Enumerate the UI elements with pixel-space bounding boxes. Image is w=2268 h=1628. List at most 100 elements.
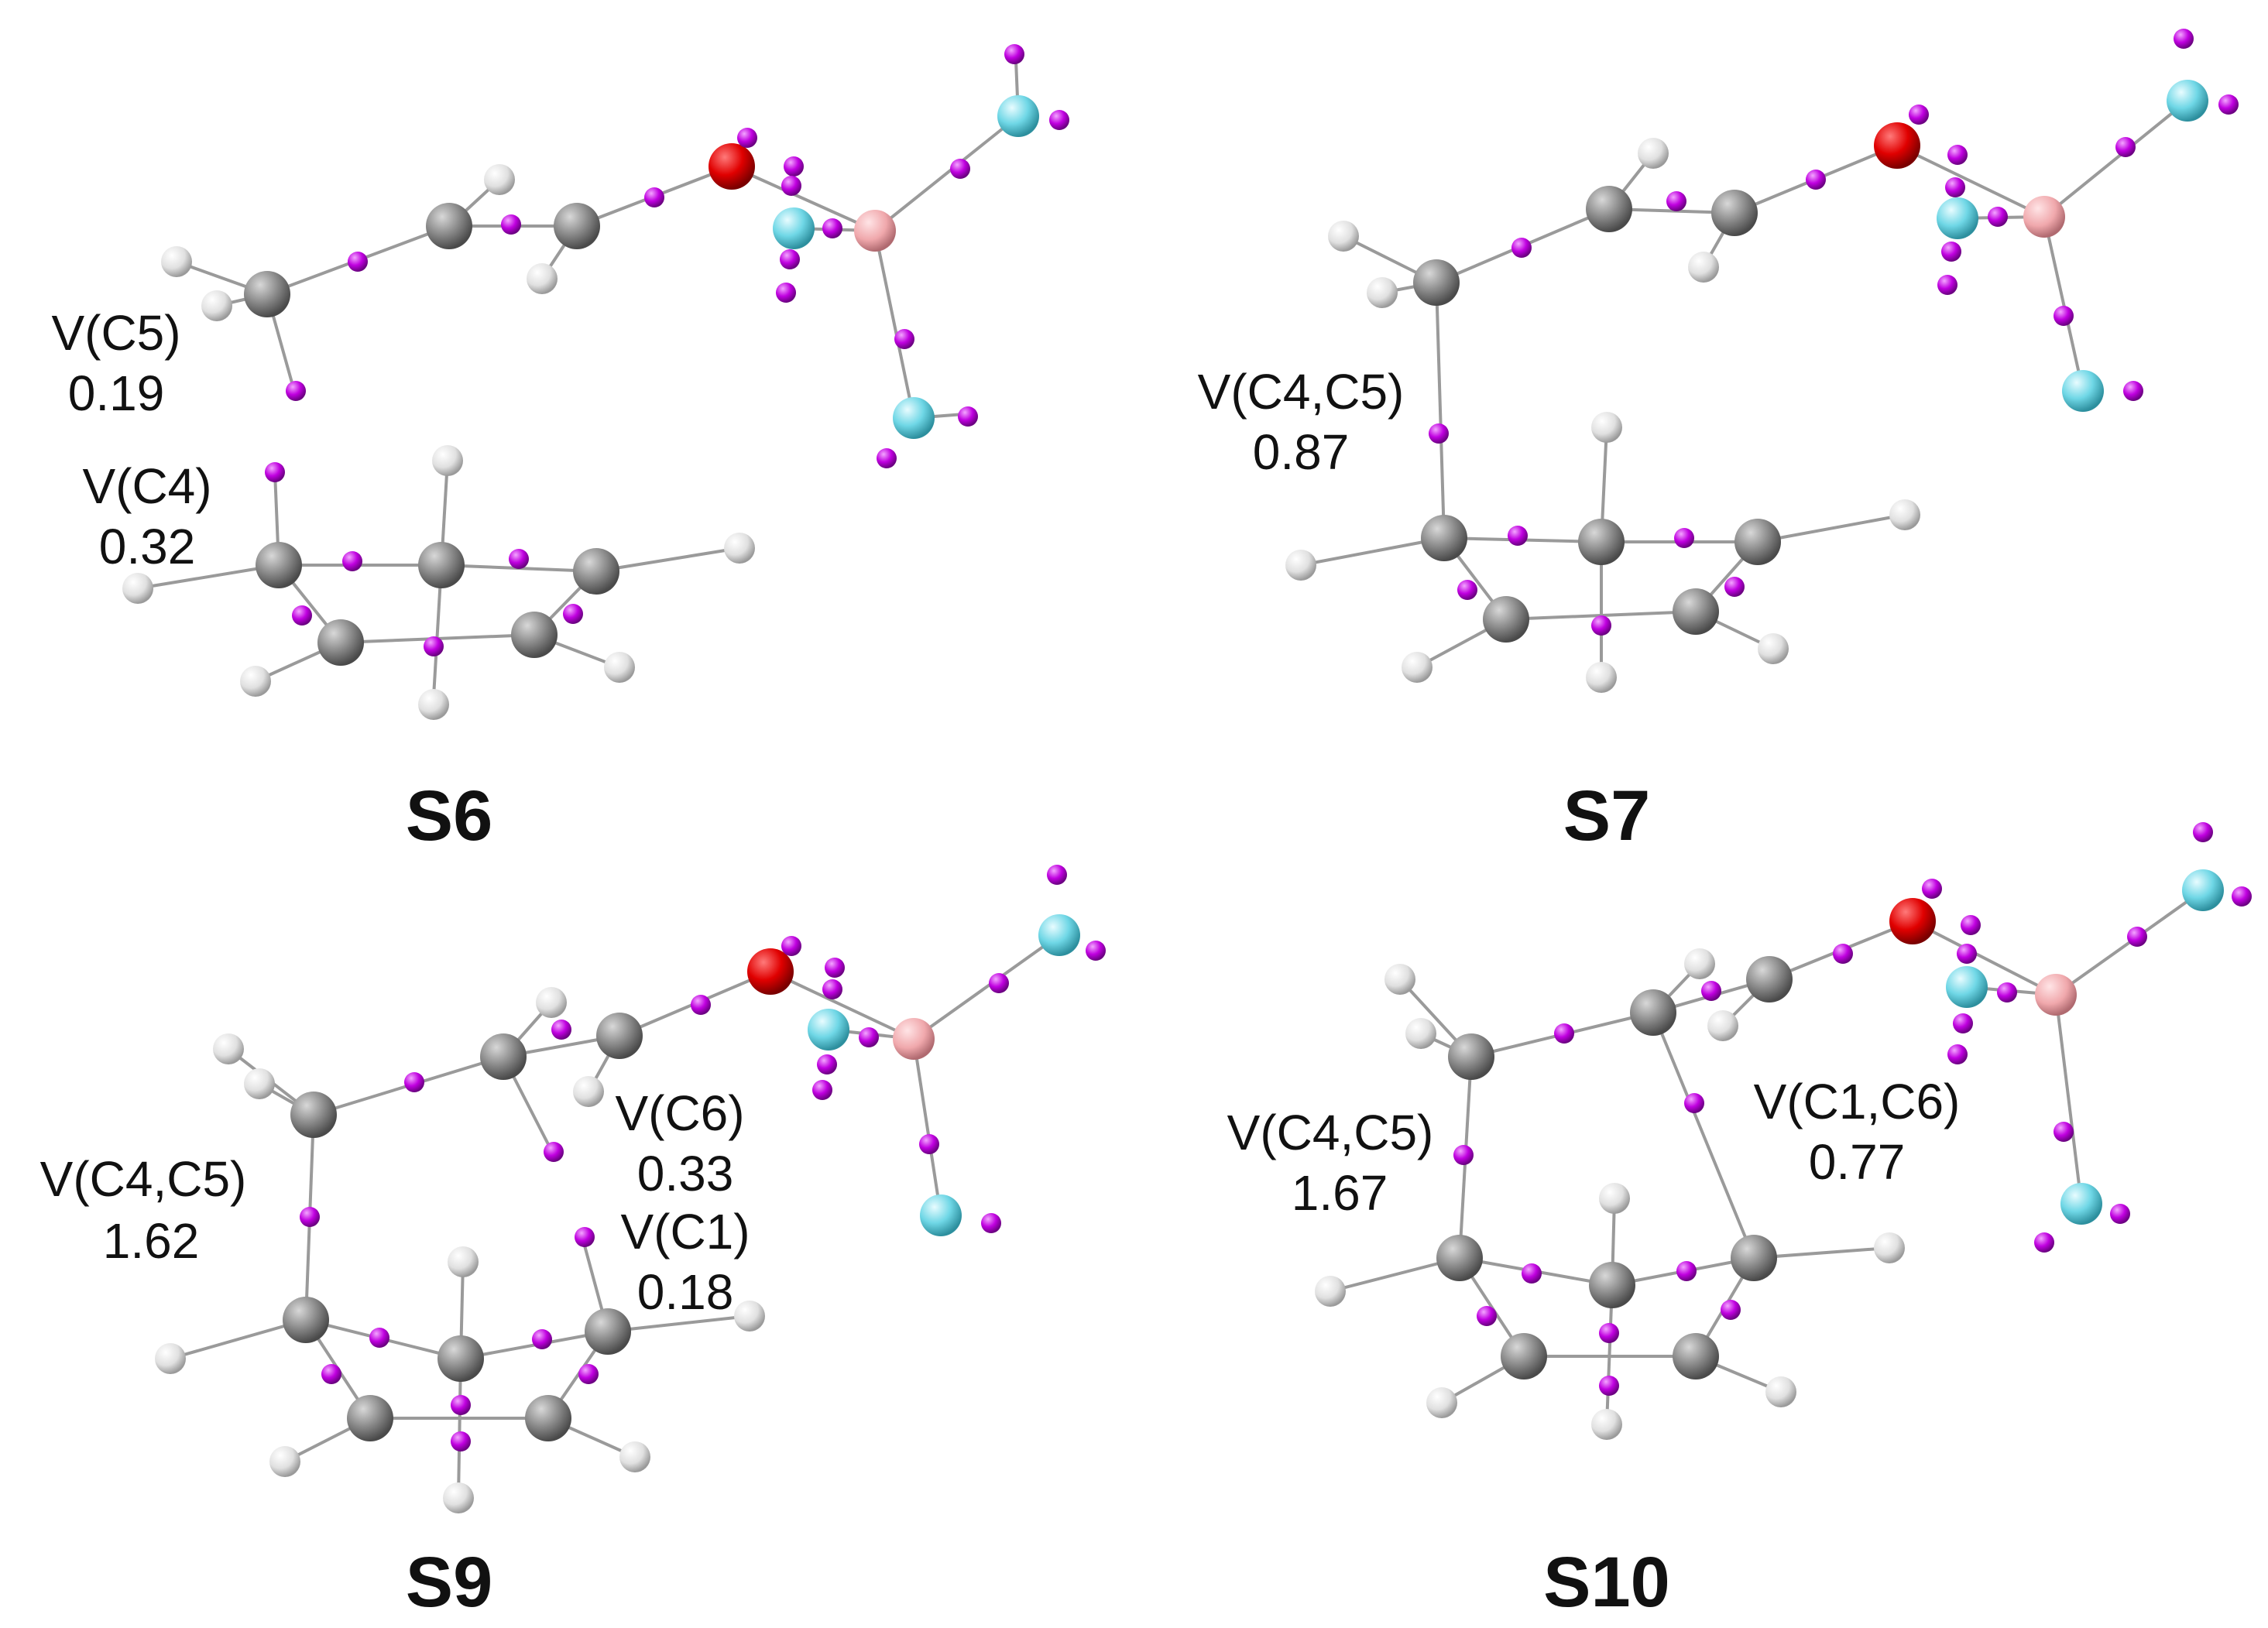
basin-attractor — [784, 156, 804, 177]
basin-attractor — [300, 1207, 320, 1227]
hydrogen-atom — [573, 1076, 604, 1107]
panel-s7: V(C4,C5) 0.87 S7 — [1198, 29, 2239, 855]
panel-title: S10 — [1543, 1543, 1670, 1622]
basin-attractor — [1997, 982, 2017, 1003]
basin-attractor — [817, 1054, 837, 1074]
hydrogen-atom — [1591, 412, 1622, 443]
basin-attractor — [781, 936, 801, 956]
panel-title: S9 — [406, 1543, 493, 1622]
basin-attractor — [1721, 1300, 1741, 1320]
carbon-atom — [283, 1297, 329, 1343]
fluorine-atom — [2182, 869, 2224, 911]
basin-attractor — [1554, 1023, 1574, 1044]
basin-attractor — [780, 249, 800, 269]
boron-atom — [893, 1018, 935, 1060]
fluorine-atom — [808, 1009, 849, 1050]
basin-attractor — [2127, 927, 2147, 947]
fluorine-atom — [1937, 197, 1978, 239]
carbon-atom — [1586, 186, 1632, 232]
hydrogen-atom — [1315, 1276, 1346, 1307]
basin-attractor — [1453, 1145, 1474, 1165]
carbon-atom — [1421, 515, 1467, 561]
fluorine-atom — [920, 1194, 962, 1236]
basin-attractor — [1961, 915, 1981, 935]
basin-attractor — [1945, 177, 1965, 197]
basin-attractor — [451, 1431, 471, 1451]
basin-attractor — [1522, 1263, 1542, 1284]
basin-value: 0.87 — [1253, 424, 1350, 480]
hydrogen-atom — [1405, 1018, 1436, 1049]
basin-attractor — [563, 604, 583, 624]
panel-s6: V(C5) 0.19 V(C4) 0.32 S6 — [51, 44, 1069, 855]
basin-attractor — [404, 1072, 424, 1092]
basin-attractor — [532, 1329, 552, 1349]
basin-attractor — [950, 159, 970, 179]
carbon-atom — [256, 542, 302, 588]
carbon-atom — [1413, 259, 1460, 306]
hydrogen-atom — [1758, 633, 1789, 664]
basin-attractor — [2174, 29, 2194, 49]
basin-attractor — [1599, 1323, 1619, 1343]
fluorine-atom — [893, 397, 935, 439]
carbon-atom — [244, 271, 290, 317]
carbon-atom — [418, 542, 465, 588]
basin-label: V(C4,C5) — [1198, 364, 1405, 420]
carbon-atom — [1630, 989, 1676, 1036]
panel-s10: V(C4,C5) 1.67 V(C1,C6) 0.77 S10 — [1227, 822, 2252, 1622]
hydrogen-atom — [1591, 1409, 1622, 1440]
basin-attractor — [369, 1328, 389, 1348]
basin-attractor — [1049, 110, 1069, 130]
carbon-atom — [1436, 1235, 1483, 1281]
basin-attractor — [551, 1020, 571, 1040]
hydrogen-atom — [161, 246, 192, 277]
hydrogen-atom — [1285, 550, 1316, 581]
hydrogen-atom — [418, 689, 449, 720]
hydrogen-atom — [1328, 221, 1359, 252]
hydrogen-atom — [604, 652, 635, 683]
basin-attractor — [265, 462, 285, 482]
basin-value: 0.33 — [637, 1146, 734, 1201]
carbon-atom — [1673, 588, 1719, 635]
basin-attractor — [919, 1134, 939, 1154]
hydrogen-atom — [484, 164, 515, 195]
basin-attractor — [1047, 865, 1067, 885]
basin-attractor — [342, 551, 362, 571]
basin-attractor — [321, 1364, 341, 1384]
basin-attractor — [776, 283, 796, 303]
basin-attractor — [1591, 615, 1611, 636]
basin-attractor — [501, 214, 521, 235]
basin-attractor — [2218, 94, 2239, 115]
basin-label: V(C4,C5) — [1227, 1105, 1434, 1160]
basin-attractor — [348, 252, 368, 272]
hydrogen-atom — [724, 533, 755, 564]
carbon-atom — [426, 203, 472, 249]
basin-attractor — [1806, 170, 1826, 190]
carbon-atom — [585, 1308, 631, 1355]
hydrogen-atom — [619, 1441, 650, 1472]
atoms-s6 — [122, 95, 1039, 720]
hydrogen-atom — [1707, 1010, 1738, 1041]
hydrogen-atom — [734, 1301, 765, 1332]
basin-attractor — [1922, 879, 1942, 899]
basin-attractor — [737, 128, 757, 148]
carbon-atom — [480, 1033, 527, 1080]
hydrogen-atom — [1874, 1232, 1905, 1263]
molecule-s7 — [1300, 99, 2189, 677]
basin-attractor — [2115, 137, 2136, 157]
carbon-atom — [525, 1395, 571, 1441]
fluorine-atom — [1946, 966, 1988, 1008]
basin-label: V(C4) — [82, 458, 211, 514]
basin-label: V(C6) — [615, 1085, 744, 1141]
atoms-s7 — [1285, 80, 2208, 693]
basin-value: 0.77 — [1809, 1134, 1906, 1190]
hydrogen-atom — [155, 1343, 186, 1374]
atoms-s10 — [1315, 869, 2224, 1440]
hydrogen-atom — [432, 445, 463, 476]
basin-attractor — [1957, 944, 1977, 964]
carbon-atom — [1448, 1033, 1494, 1080]
hydrogen-atom — [1426, 1387, 1457, 1418]
hydrogen-atom — [527, 263, 558, 294]
basin-label: V(C5) — [51, 305, 180, 361]
boron-atom — [2023, 196, 2065, 238]
